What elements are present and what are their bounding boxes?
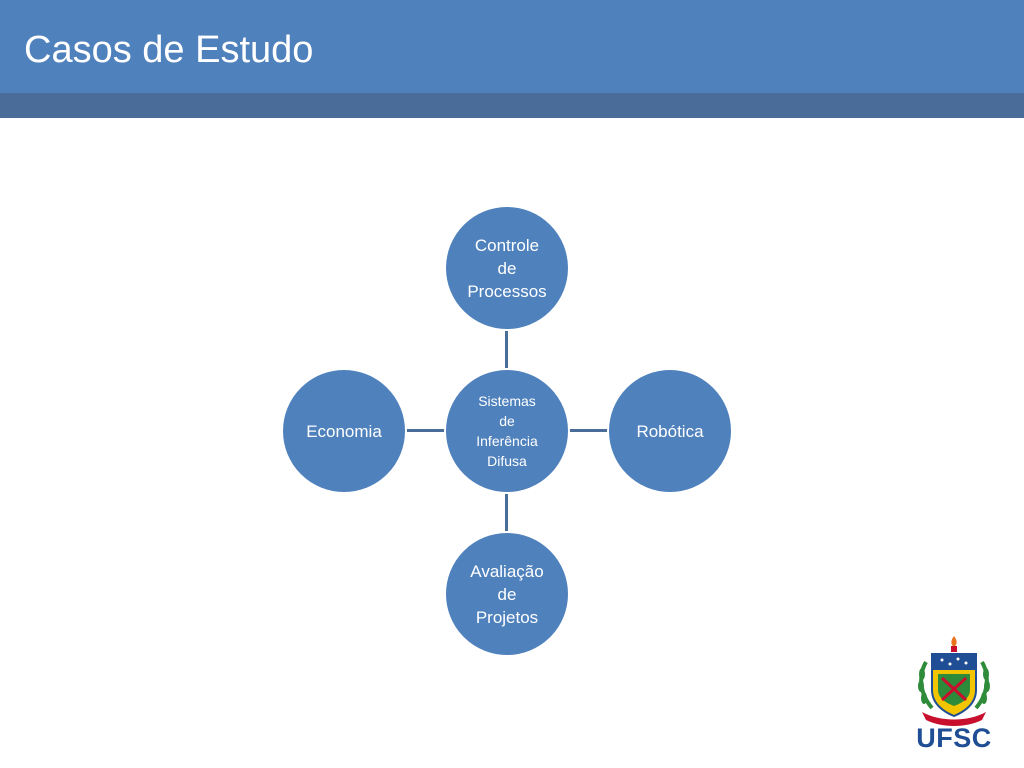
header-band [0, 93, 1024, 118]
node-left: Economia [281, 368, 407, 494]
connector-right [568, 429, 609, 432]
node-bottom-label: Avaliação de Projetos [470, 561, 544, 627]
header-bar [0, 0, 1024, 93]
node-left-label: Economia [306, 421, 382, 441]
node-bottom: Avaliação de Projetos [444, 531, 570, 657]
node-right: Robótica [607, 368, 733, 494]
connector-top [505, 328, 508, 370]
ufsc-coat-of-arms-icon [918, 636, 990, 726]
slide-title: Casos de Estudo [24, 29, 314, 71]
node-right-label: Robótica [636, 421, 704, 441]
ufsc-logo-text: UFSC [916, 723, 992, 753]
connector-left [404, 429, 445, 432]
node-top: Controle de Processos [444, 205, 570, 331]
node-top-label: Controle de Processos [467, 235, 547, 301]
connector-bottom [505, 492, 508, 534]
node-center: Sistemas de Inferência Difusa [444, 368, 570, 494]
node-center-label: Sistemas de Inferência Difusa [476, 393, 538, 469]
